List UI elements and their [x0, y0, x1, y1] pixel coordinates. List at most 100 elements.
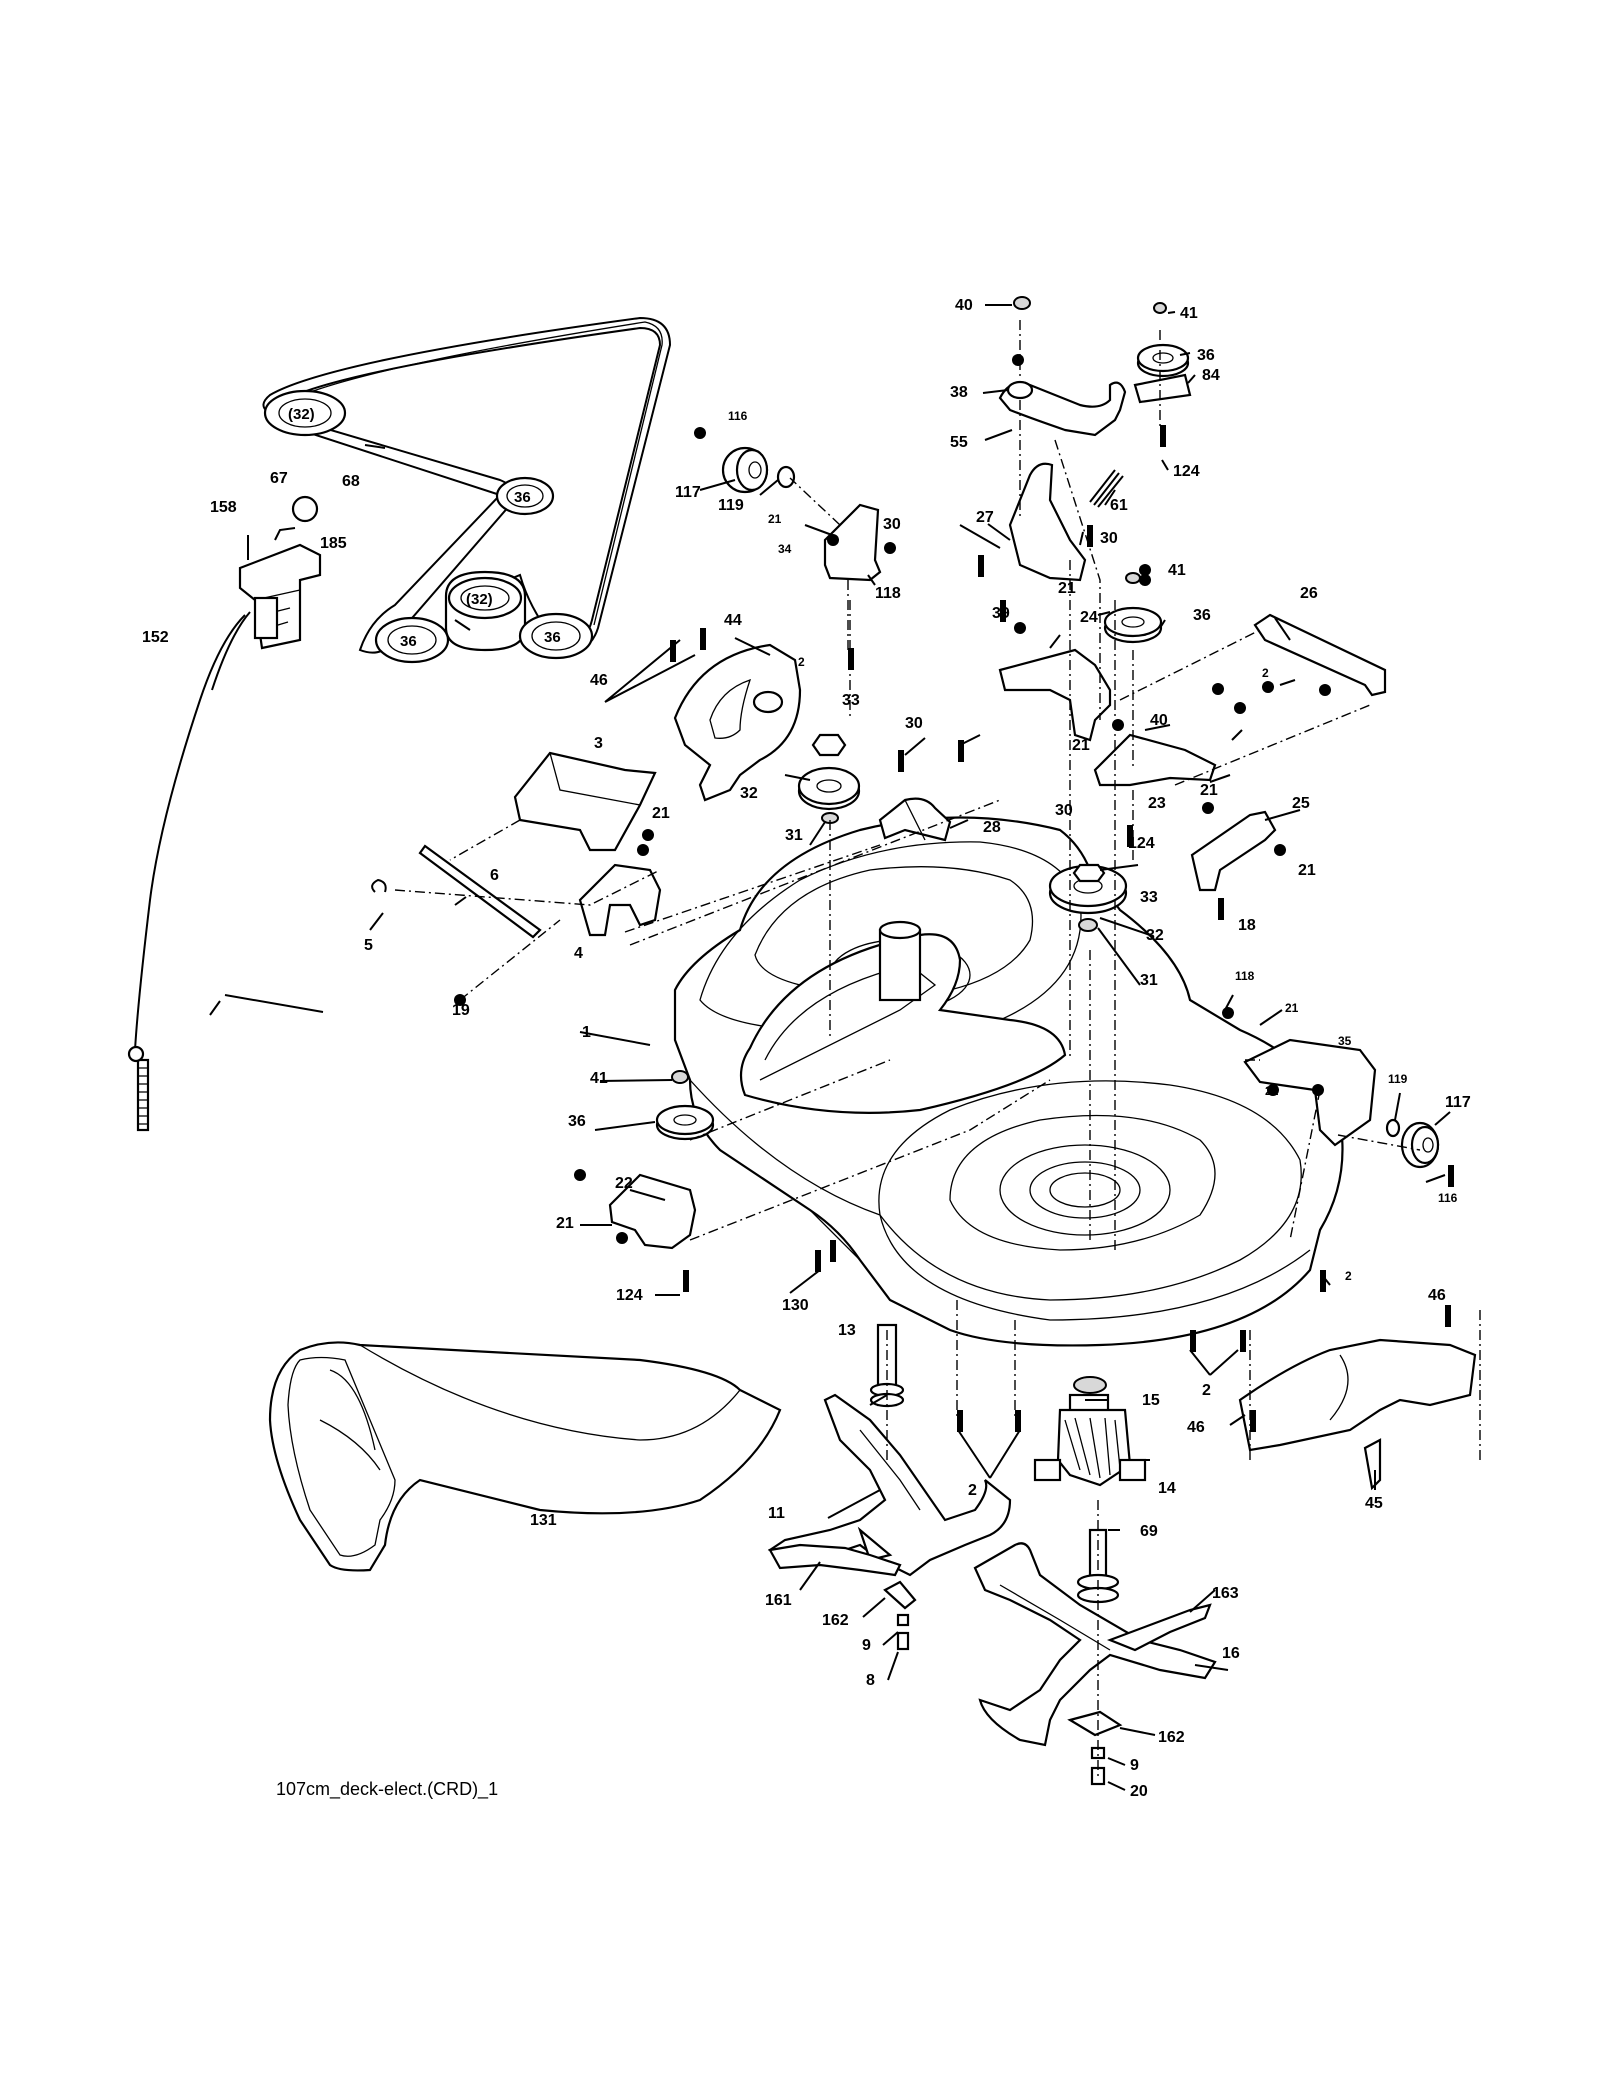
callout-40a: 40	[955, 297, 973, 314]
callout-19: 19	[452, 1002, 470, 1019]
callout-14: 14	[1158, 1480, 1176, 1497]
callout-9b: 9	[1130, 1757, 1139, 1774]
callout-40b: 40	[1150, 712, 1168, 729]
bracket-35	[1243, 1038, 1377, 1147]
callout-84: 84	[1202, 367, 1220, 384]
callout-18: 18	[1238, 917, 1256, 934]
callout-36c: 36	[568, 1113, 586, 1130]
callout-2a: 2	[798, 655, 805, 669]
bushing-38	[1006, 380, 1034, 400]
blade-161	[768, 1543, 902, 1577]
bracket-26	[1253, 613, 1387, 697]
washer-119-left	[776, 465, 796, 489]
callout-32a: 32	[740, 785, 758, 802]
idler-wheel-117-right	[1400, 1121, 1440, 1169]
idler-pulley-36-left	[655, 1104, 715, 1141]
callout-69: 69	[1140, 1523, 1158, 1540]
nut-41-middle	[1125, 572, 1141, 584]
callout-30c: 30	[905, 715, 923, 732]
leader-lines	[209, 304, 1451, 1791]
clutch-bracket-185	[238, 527, 322, 650]
callout-36b: 36	[1193, 607, 1211, 624]
callout-118a: 118	[875, 585, 901, 602]
mower-deck-1	[673, 816, 1344, 1347]
callout-26: 26	[1300, 585, 1318, 602]
guard-44	[673, 643, 802, 802]
callout-2d: 2	[1202, 1382, 1211, 1399]
callout-4: 4	[574, 945, 583, 962]
callout-162a: 162	[822, 1612, 849, 1629]
callout-5: 5	[364, 937, 373, 954]
callout-31a: 31	[785, 827, 803, 844]
callout-21f: 21	[652, 805, 670, 822]
arm-27	[1008, 462, 1087, 582]
callout-41b: 41	[1168, 562, 1186, 579]
pulley-36-left	[374, 616, 450, 664]
callout-2b: 2	[1262, 666, 1269, 680]
callout-25: 25	[1292, 795, 1310, 812]
adapter-162-right	[1067, 1710, 1123, 1786]
callout-36a: 36	[1197, 347, 1215, 364]
washer-119-right	[1385, 1118, 1401, 1138]
callout-15: 15	[1142, 1392, 1160, 1409]
callout-21h: 21	[1265, 1084, 1279, 1098]
idler-pulley-36-top	[1136, 343, 1190, 378]
callout-152: 152	[142, 629, 169, 646]
pulley-label-32a: (32)	[288, 406, 315, 423]
bracket-84	[1133, 373, 1192, 404]
callout-30b: 30	[1100, 530, 1118, 547]
drive-belt-assembly: (32) 36 (32) 36 36	[262, 316, 672, 664]
callout-24: 24	[1080, 609, 1098, 626]
callout-21b: 21	[1058, 580, 1076, 597]
blade-16	[973, 1542, 1217, 1747]
cable-152	[134, 614, 246, 1051]
callout-21d: 21	[1200, 782, 1218, 799]
idler-pulley-32-right	[1048, 864, 1128, 915]
callout-32b: 32	[1146, 927, 1164, 944]
diagram-caption: 107cm_deck-elect.(CRD)_1	[276, 1779, 498, 1800]
callout-31b: 31	[1140, 972, 1158, 989]
pulley-36-right	[518, 612, 594, 660]
bracket-23	[1093, 733, 1217, 787]
callout-16: 16	[1222, 1645, 1240, 1662]
callout-33b: 33	[1140, 889, 1158, 906]
callout-9a: 9	[862, 1637, 871, 1654]
callout-44: 44	[724, 612, 742, 629]
nut-33-left	[811, 733, 847, 757]
pulley-36-upper	[495, 476, 555, 516]
callout-41c: 41	[590, 1070, 608, 1087]
callout-45: 45	[1365, 1495, 1383, 1512]
callout-13: 13	[838, 1322, 856, 1339]
callout-124c: 124	[616, 1287, 643, 1304]
nut-41-left	[671, 1070, 689, 1084]
spindle-14	[1033, 1393, 1147, 1487]
callout-6: 6	[490, 867, 499, 884]
pulley-label-36a: 36	[514, 489, 531, 506]
callout-27: 27	[976, 509, 994, 526]
callout-55: 55	[950, 434, 968, 451]
callout-35: 35	[1338, 1034, 1352, 1048]
callout-116a: 116	[728, 409, 748, 423]
callout-30a: 30	[883, 516, 901, 533]
nut-40-top	[1013, 296, 1031, 310]
callout-3: 3	[594, 735, 603, 752]
blade-163	[1106, 1603, 1212, 1652]
callout-21c: 21	[1072, 737, 1090, 754]
idler-pulley-32-left	[797, 766, 861, 811]
discharge-chute-131	[268, 1341, 782, 1572]
callout-41a: 41	[1180, 305, 1198, 322]
callout-185: 185	[320, 535, 347, 552]
callout-124b: 124	[1128, 835, 1155, 852]
pulley-label-36b: 36	[400, 633, 417, 650]
callout-11: 11	[768, 1505, 785, 1522]
callout-1: 1	[582, 1024, 591, 1041]
rod-6	[418, 844, 542, 939]
nut-41-top	[1153, 302, 1167, 314]
callout-46c: 46	[1187, 1419, 1205, 1436]
callout-21e: 21	[1298, 862, 1316, 879]
callout-46a: 46	[590, 672, 608, 689]
callout-46b: 46	[1428, 1287, 1446, 1304]
callout-23: 23	[1148, 795, 1166, 812]
callout-130: 130	[782, 1297, 809, 1314]
